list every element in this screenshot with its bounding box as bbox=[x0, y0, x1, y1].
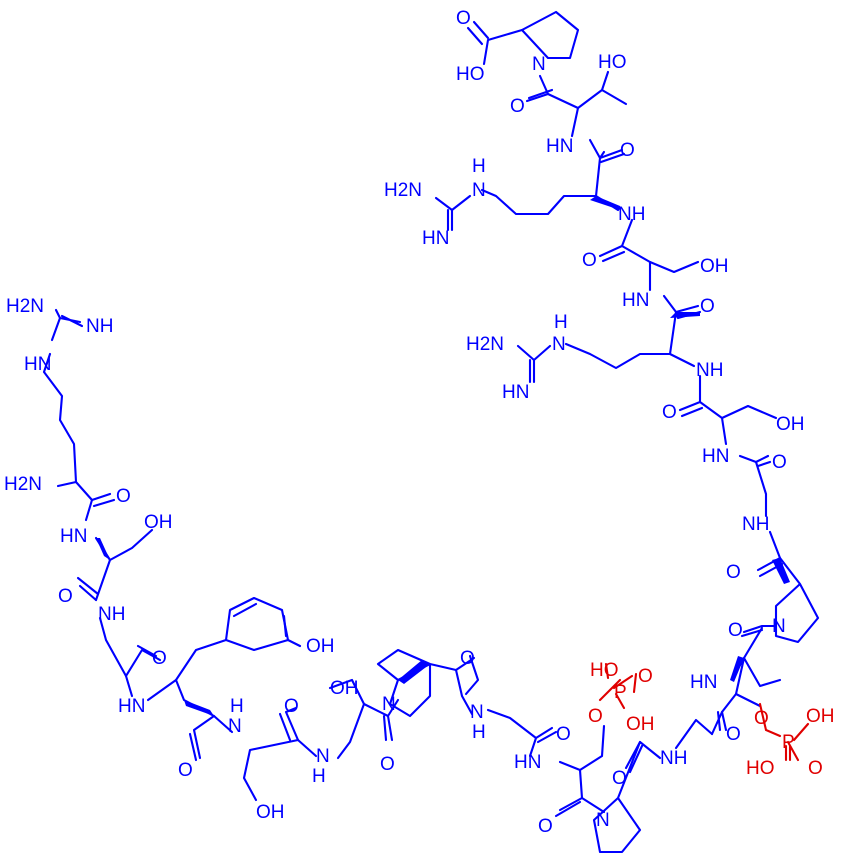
stereo-wedges bbox=[96, 196, 790, 716]
nh-2: NH bbox=[618, 204, 645, 225]
ser-p-ho: HO bbox=[590, 660, 619, 681]
pro-right-o: O bbox=[726, 562, 741, 583]
nh-1: HN bbox=[546, 136, 573, 157]
nh-5: HN bbox=[702, 446, 729, 467]
arg2-hn: HN bbox=[502, 382, 529, 403]
arg2-carbonyl-o: O bbox=[700, 296, 715, 317]
nh-15: HN bbox=[60, 526, 87, 547]
pro-mid-o: O bbox=[460, 648, 475, 669]
arg-top-h2n: H2N bbox=[384, 180, 422, 201]
nh-7: HN bbox=[690, 672, 717, 693]
thr-p-o: O bbox=[754, 708, 769, 729]
arg1-hn: HN bbox=[24, 354, 51, 375]
gly2-carbonyl-o: O bbox=[726, 724, 741, 745]
nh-9: HN bbox=[514, 752, 541, 773]
ser2-oh: OH bbox=[776, 414, 805, 435]
thr-p-ho: HO bbox=[746, 758, 775, 779]
atom-labels: O HO N HO O HN O H2N N H HN NH O OH HN O… bbox=[4, 8, 835, 837]
thr-p-o-dbl: O bbox=[808, 758, 823, 779]
arg2-nh-n: N bbox=[552, 334, 566, 355]
arg2-nh-h: H bbox=[554, 312, 568, 333]
thr-top-oh: HO bbox=[598, 52, 627, 73]
thr-p-p: P bbox=[782, 732, 795, 753]
pro-right-n: N bbox=[772, 616, 786, 637]
thr-p-oh-1: OH bbox=[806, 706, 835, 727]
tyr-carbonyl-o: O bbox=[178, 760, 193, 781]
nh-4: NH bbox=[696, 360, 723, 381]
nh-10: N bbox=[470, 702, 484, 723]
nh-12-h: H bbox=[230, 696, 244, 717]
ser3-oh: OH bbox=[330, 678, 359, 699]
ser4-carbonyl-o: O bbox=[284, 696, 299, 717]
ser-p-oh: OH bbox=[626, 714, 655, 735]
gly3-carbonyl-o: O bbox=[556, 724, 571, 745]
arg-top-h: H bbox=[472, 156, 486, 177]
nh-6: NH bbox=[742, 514, 769, 535]
ser-top-carbonyl-o: O bbox=[582, 250, 597, 271]
pro-mid-n: N bbox=[382, 694, 396, 715]
arg-top-carbonyl-o: O bbox=[620, 140, 635, 161]
thr-p-carbonyl-o: O bbox=[728, 620, 743, 641]
ser3-carbonyl-o: O bbox=[380, 754, 395, 775]
pro-bottom-o: O bbox=[612, 768, 627, 789]
arg1-nh: NH bbox=[86, 316, 113, 337]
phosphate-bonds bbox=[598, 662, 810, 762]
top-carbonyl-o: O bbox=[456, 8, 471, 29]
ser-top-oh: OH bbox=[700, 256, 729, 277]
ser5-oh: OH bbox=[144, 512, 173, 533]
arg-top-nh: N bbox=[472, 180, 486, 201]
thr-top-carbonyl-o: O bbox=[510, 96, 525, 117]
gly-carbonyl-o: O bbox=[772, 452, 787, 473]
pro-top-n: N bbox=[532, 54, 546, 75]
tyr-oh: OH bbox=[306, 636, 335, 657]
ser4-oh: OH bbox=[256, 802, 285, 823]
ser-p-o: O bbox=[588, 706, 603, 727]
arg1-carbonyl-o: O bbox=[116, 486, 131, 507]
nh-12: N bbox=[228, 716, 242, 737]
nh-3: HN bbox=[622, 290, 649, 311]
arg-top-hn: HN bbox=[422, 228, 449, 249]
nh-8: NH bbox=[660, 748, 687, 769]
nh-10-h: H bbox=[472, 722, 486, 743]
nh-14: NH bbox=[98, 604, 125, 625]
ser2-carbonyl-o: O bbox=[662, 402, 677, 423]
ser5-carbonyl-o: O bbox=[58, 586, 73, 607]
ser-p-carbonyl-o: O bbox=[538, 816, 553, 837]
arg1-h2n: H2N bbox=[6, 296, 44, 317]
pro-bottom-n: N bbox=[596, 810, 610, 831]
nh-11: N bbox=[316, 746, 330, 767]
arg2-h2n: H2N bbox=[466, 334, 504, 355]
ser-p-p: P bbox=[614, 682, 627, 703]
bond-network bbox=[42, 10, 820, 854]
ser-p-o-dbl: O bbox=[638, 666, 653, 687]
gly4-carbonyl-o: O bbox=[152, 648, 167, 669]
nh-13: HN bbox=[118, 696, 145, 717]
nh-11-h: H bbox=[312, 766, 326, 787]
top-cooh: HO bbox=[456, 64, 485, 85]
arg1-h2n-alpha: H2N bbox=[4, 474, 42, 495]
